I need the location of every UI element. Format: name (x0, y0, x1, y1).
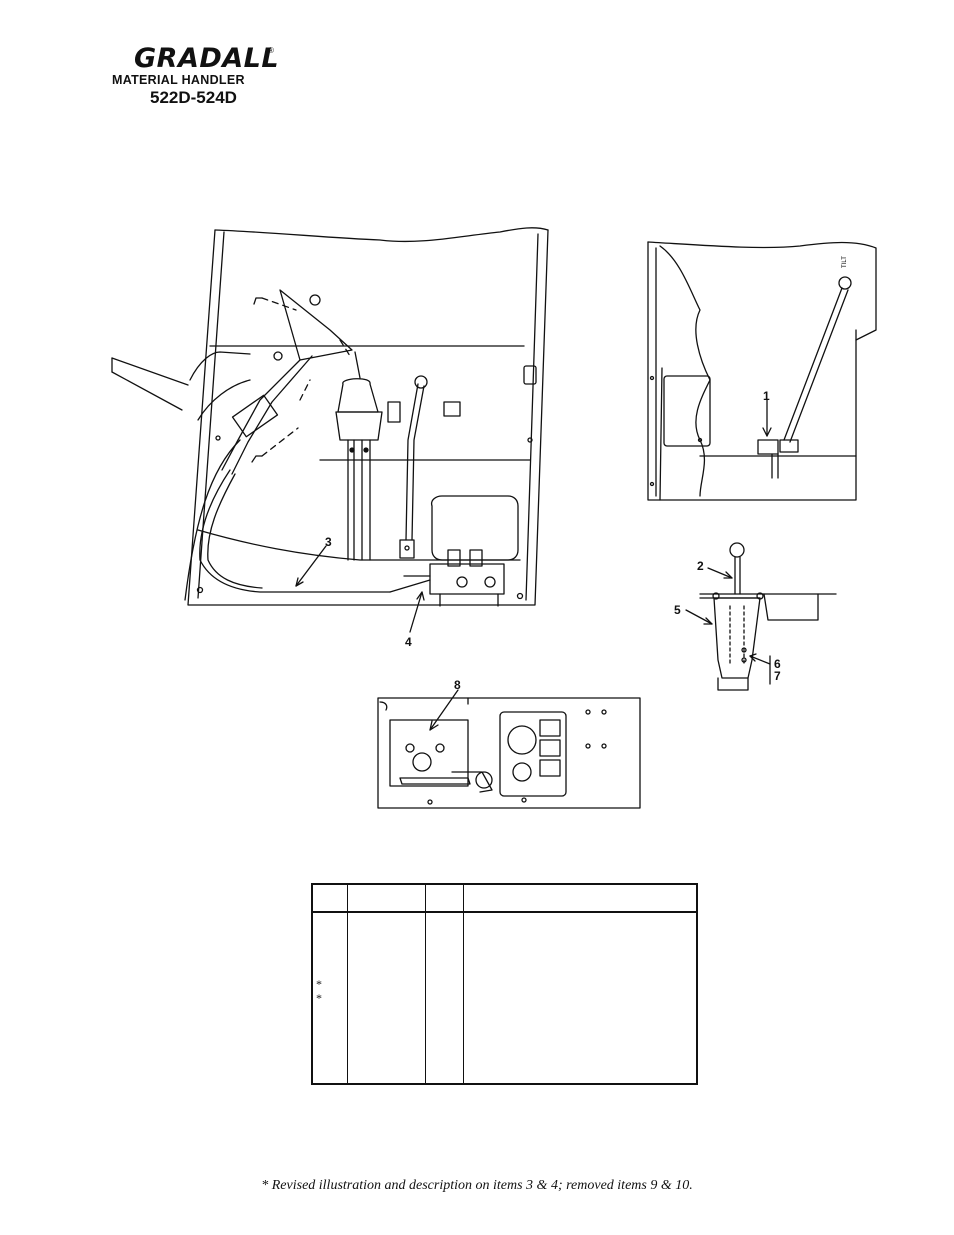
parts-table: * * (311, 883, 698, 1085)
callout-7: 7 (774, 669, 781, 683)
callout-6: 6 (774, 657, 781, 671)
callout-8: 8 (454, 678, 461, 692)
callout-4: 4 (405, 635, 412, 649)
revision-footnote: * Revised illustration and description o… (261, 1178, 693, 1193)
callout-5: 5 (674, 603, 681, 617)
tilt-detail-view (647, 241, 877, 501)
model-number: 522D-524D (150, 88, 237, 107)
callout-2: 2 (697, 559, 704, 573)
control-panel-view (377, 689, 641, 809)
lever-boot-detail (685, 542, 837, 691)
table-header-rule (313, 911, 696, 913)
product-line: MATERIAL HANDLER (112, 73, 245, 87)
cab-interior-view (111, 227, 549, 633)
table-column-divider (425, 885, 426, 1083)
revision-marker: * (316, 991, 322, 1005)
registered-mark: ® (268, 46, 274, 55)
revision-marker: * (316, 977, 322, 991)
table-column-divider (347, 885, 348, 1083)
tilt-label: TILT (842, 256, 848, 268)
table-column-divider (463, 885, 464, 1083)
callout-1: 1 (763, 389, 770, 403)
brand-name: GRADALL (134, 43, 280, 74)
callout-3: 3 (325, 535, 332, 549)
